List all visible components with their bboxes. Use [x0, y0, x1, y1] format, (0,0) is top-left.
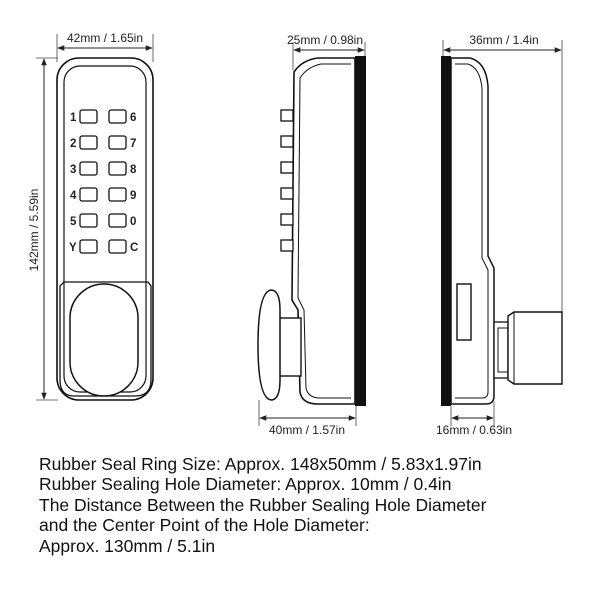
front-width-label: 42mm / 1.65in — [67, 31, 143, 45]
side-button — [280, 187, 294, 200]
key-row-4: 4 9 — [70, 187, 136, 202]
key-row-3: 3 8 — [70, 161, 137, 176]
note-hole-diameter: Rubber Sealing Hole Diameter: Approx. 10… — [39, 474, 452, 495]
key-row-6: Y C — [69, 239, 138, 254]
key-label: 1 — [70, 112, 77, 124]
spec-notes: Rubber Seal Ring Size: Approx. 148x50mm … — [39, 454, 599, 556]
keypad-button[interactable] — [79, 187, 98, 202]
side-button — [280, 213, 294, 226]
key-label: 8 — [130, 164, 137, 176]
back-rubber-seal — [441, 56, 451, 406]
key-label: 5 — [70, 216, 77, 228]
side-rubber-seal — [355, 56, 366, 406]
back-view: 36mm / 1.4in 16mm / 0.63in — [436, 33, 563, 437]
side-bottom-label: 40mm / 1.57in — [269, 423, 345, 437]
keypad-button[interactable] — [79, 213, 98, 228]
back-spindle-collar — [493, 321, 509, 379]
keypad-button[interactable] — [79, 161, 98, 176]
side-button — [280, 135, 294, 148]
keypad-button[interactable] — [108, 213, 127, 228]
key-label: 4 — [70, 190, 77, 202]
keypad-button[interactable] — [108, 187, 127, 202]
key-label: 6 — [130, 112, 136, 124]
back-top-label: 36mm / 1.4in — [469, 33, 538, 47]
side-body-outline — [291, 57, 356, 405]
keypad-button[interactable] — [79, 239, 98, 254]
keypad-button[interactable] — [108, 109, 127, 124]
front-view: 42mm / 1.65in 142mm / 5.59in 1 6 2 7 — [27, 31, 154, 401]
side-top-label: 25mm / 0.98in — [287, 33, 363, 47]
side-knob-cap — [257, 289, 281, 401]
note-seal-ring-size: Rubber Seal Ring Size: Approx. 148x50mm … — [39, 454, 482, 474]
keypad-button[interactable] — [108, 135, 127, 150]
key-row-2: 2 7 — [70, 135, 136, 150]
keypad-button[interactable] — [79, 135, 98, 150]
key-label: 3 — [70, 164, 76, 176]
side-button — [280, 109, 294, 122]
key-label: C — [130, 242, 138, 254]
keypad-button[interactable] — [79, 109, 98, 124]
front-knob[interactable] — [69, 283, 139, 397]
keypad-button[interactable] — [108, 161, 127, 176]
front-handle-frame — [59, 281, 152, 397]
key-label: 7 — [130, 138, 136, 150]
back-body-inner — [455, 63, 489, 399]
side-buttons — [280, 109, 294, 252]
side-view: 25mm / 0.98in 40mm / 1.57in — [257, 33, 366, 437]
key-row-5: 5 0 — [70, 213, 136, 228]
keypad: 1 6 2 7 3 8 4 9 — [69, 109, 138, 254]
note-distance-value: Approx. 130mm / 5.1in — [39, 535, 216, 556]
side-button — [280, 161, 294, 174]
back-cylinder — [507, 311, 563, 385]
key-label: 0 — [130, 216, 136, 228]
key-row-1: 1 6 — [70, 109, 136, 124]
key-label: 9 — [130, 190, 136, 202]
front-height-label: 142mm / 5.59in — [27, 189, 41, 272]
keypad-button[interactable] — [108, 239, 127, 254]
key-label: Y — [69, 242, 77, 254]
back-latch-slot — [456, 283, 472, 341]
side-body-inner — [297, 63, 351, 399]
note-distance-line-1: The Distance Between the Rubber Sealing … — [39, 494, 487, 515]
back-bottom-label: 16mm / 0.63in — [436, 423, 512, 437]
key-label: 2 — [70, 138, 76, 150]
side-button — [280, 239, 294, 252]
note-distance-line-2: and the Center Point of the Hole Diamete… — [39, 515, 370, 536]
